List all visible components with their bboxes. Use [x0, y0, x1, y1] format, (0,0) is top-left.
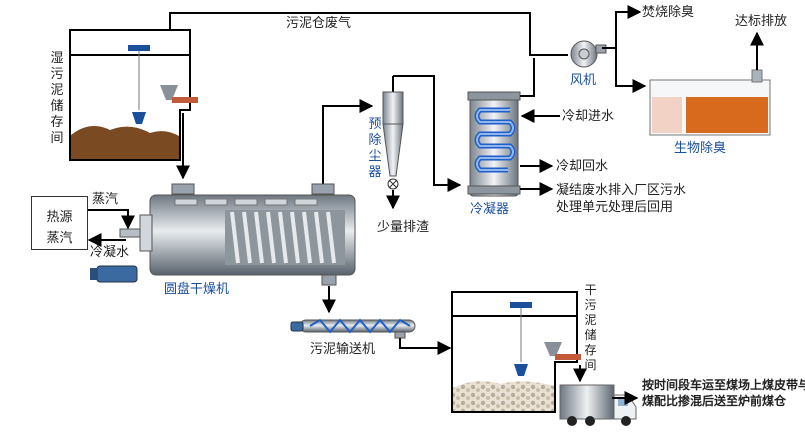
dry-storage-label: 干污泥储存间 — [584, 283, 597, 372]
truck-note-line-1: 按时间段车运至煤场上煤皮带与 — [642, 378, 805, 392]
hopper — [160, 85, 178, 100]
incineration-label: 焚烧除臭 — [642, 5, 695, 20]
heat-source-label-1: 热源 — [46, 210, 73, 225]
wet-storage-label: 湿污泥储存间 — [50, 51, 64, 146]
condenser-label: 冷凝器 — [470, 202, 510, 217]
heat-source-label-2: 蒸汽 — [46, 231, 73, 246]
cooling-back-label: 冷却回水 — [556, 159, 609, 174]
grab-bucket — [132, 112, 146, 124]
sludge-gas-pipe — [169, 12, 568, 56]
conveyor-label: 污泥输送机 — [310, 342, 376, 357]
condensate-label-2: 处理单元处理后回用 — [556, 200, 674, 215]
bio-deodor-label: 生物除臭 — [674, 141, 727, 156]
fan — [570, 40, 607, 68]
truck — [559, 384, 637, 426]
cooling-in-label: 冷却进水 — [562, 109, 615, 124]
sludge-gas-label: 污泥仓废气 — [286, 16, 352, 31]
bio-feed-arrow — [615, 48, 647, 93]
condenser — [467, 91, 521, 197]
incineration-arrow — [602, 5, 642, 49]
steam-arrow — [88, 209, 135, 230]
disc-dryer — [90, 183, 356, 286]
cyclone-to-condenser-pipe — [393, 75, 462, 192]
heat-source-box: 热源 蒸汽 — [31, 196, 88, 250]
condensed-water-label: 冷凝水 — [90, 245, 130, 260]
bio-deodorization-tank — [649, 69, 771, 136]
slag-label: 少量排渣 — [377, 220, 430, 235]
dryer-label: 圆盘干燥机 — [164, 282, 230, 297]
dryer-gas-pipe — [322, 99, 374, 185]
sludge-conveyor — [290, 318, 416, 339]
discharge-label: 达标排放 — [735, 14, 788, 29]
pre-dust-collector — [382, 76, 404, 190]
wet-sludge-storage — [69, 29, 198, 161]
pre-dust-label: 预除尘器 — [368, 117, 382, 180]
crane-trolley — [128, 45, 150, 51]
conveyor-to-storage-arrow — [399, 338, 452, 355]
truck-note-line-2: 煤配比掺混后送至炉前煤仓 — [642, 394, 787, 408]
condensate-label-1: 凝结废水排入厂区污水 — [556, 183, 687, 198]
condenser-to-fan-pipe — [520, 58, 535, 97]
fan-label: 风机 — [570, 73, 597, 88]
steam-label: 蒸汽 — [92, 192, 119, 207]
dry-sludge-storage — [451, 291, 581, 413]
